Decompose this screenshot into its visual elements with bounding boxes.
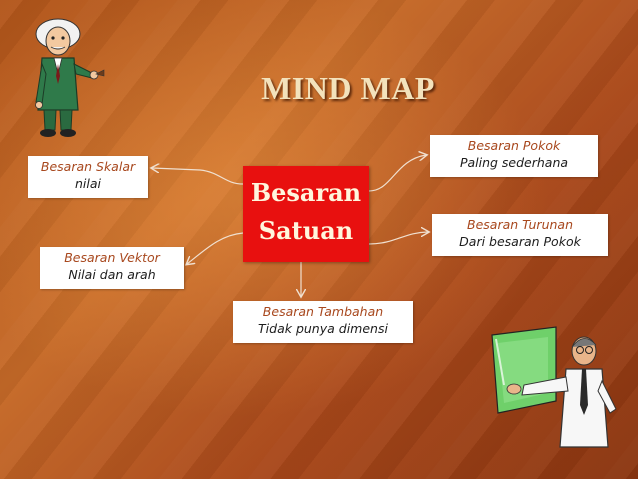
node-detail: nilai	[74, 176, 101, 191]
connector-pokok	[368, 155, 426, 192]
center-node: Besaran Satuan	[243, 166, 369, 262]
center-node-line2: Satuan	[258, 216, 354, 245]
node-besaran-pokok: Besaran Pokok Paling sederhana	[430, 135, 598, 177]
node-heading: Besaran Pokok	[467, 138, 561, 153]
node-besaran-vektor: Besaran Vektor Nilai dan arah	[40, 247, 184, 289]
node-heading: Besaran Vektor	[64, 250, 160, 265]
node-detail: Paling sederhana	[459, 155, 569, 170]
connector-turunan	[368, 232, 428, 245]
node-detail: Nilai dan arah	[68, 267, 156, 282]
connector-vektor	[187, 232, 244, 264]
node-heading: Besaran Skalar	[40, 159, 136, 174]
node-besaran-turunan: Besaran Turunan Dari besaran Pokok	[432, 214, 608, 256]
node-besaran-skalar: Besaran Skalar nilai	[28, 156, 148, 198]
presenter-clipart-icon	[491, 326, 617, 448]
node-heading: Besaran Turunan	[467, 217, 573, 232]
node-heading: Besaran Tambahan	[262, 304, 384, 319]
slide-title: MIND MAP	[261, 70, 435, 106]
node-detail: Tidak punya dimensi	[258, 321, 388, 336]
center-node-line1: Besaran	[250, 178, 362, 207]
node-besaran-tambahan: Besaran Tambahan Tidak punya dimensi	[233, 301, 413, 343]
node-detail: Dari besaran Pokok	[459, 234, 581, 249]
einstein-clipart-icon	[35, 18, 105, 137]
connector-skalar	[152, 168, 244, 185]
